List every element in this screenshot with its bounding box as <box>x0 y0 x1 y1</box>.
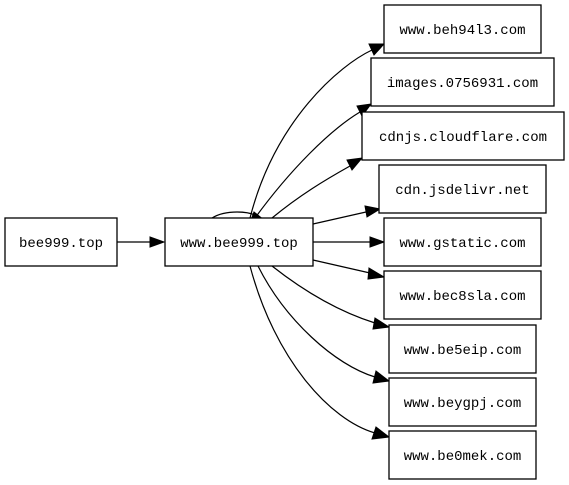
node-label: www.bee999.top <box>180 236 298 252</box>
edge-hub-to-images <box>254 111 361 219</box>
edge-hub-to-be5eip <box>271 265 376 324</box>
node-label: images.0756931.com <box>387 76 538 92</box>
node-www-be0mek-com: www.be0mek.com <box>388 430 537 480</box>
node-www-bec8sla-com: www.bec8sla.com <box>383 270 542 320</box>
arrowhead-hub-to-be5eip <box>372 317 391 330</box>
node-www-beh94l3-com: www.beh94l3.com <box>383 4 542 54</box>
edge-hub-to-be0mek <box>249 265 376 434</box>
edge-hub-to-jsdelivr <box>312 211 367 225</box>
node-label: www.beh94l3.com <box>399 23 525 39</box>
node-www-bee999-top: www.bee999.top <box>164 217 314 267</box>
arrowhead-hub-to-beygpj <box>372 370 391 384</box>
node-www-gstatic-com: www.gstatic.com <box>383 217 542 267</box>
arrowhead-hub-to-be0mek <box>371 426 391 440</box>
arrowhead-root-to-hub <box>149 236 166 248</box>
edge-hub-to-bec8sla <box>312 259 371 274</box>
edge-hub-to-cdnjs <box>271 165 351 219</box>
arrowhead-hub-to-jsdelivr <box>364 205 382 218</box>
arrowhead-hub-to-bec8sla <box>367 267 386 280</box>
arrowhead-hub-to-images <box>356 103 373 117</box>
edge-hub-to-beygpj <box>257 265 376 378</box>
edge-hub-to-beh94l3 <box>249 49 373 219</box>
node-www-be5eip-com: www.be5eip.com <box>388 324 537 374</box>
arrowhead-hub-to-cdnjs <box>346 157 364 171</box>
graph-nodes: bee999.top www.bee999.top www.beh94l3.co… <box>4 4 565 480</box>
node-label: bee999.top <box>19 236 103 252</box>
node-images-0756931-com: images.0756931.com <box>370 57 555 107</box>
node-label: cdn.jsdelivr.net <box>395 183 529 199</box>
arrowhead-hub-to-beh94l3 <box>368 43 386 56</box>
node-label: cdnjs.cloudflare.com <box>379 130 547 146</box>
node-bee999-top: bee999.top <box>4 217 118 267</box>
node-label: www.be5eip.com <box>404 343 522 359</box>
node-label: www.bec8sla.com <box>399 289 525 305</box>
arrowhead-hub-to-gstatic <box>369 236 386 248</box>
node-label: www.beygpj.com <box>404 396 522 412</box>
node-label: www.be0mek.com <box>404 449 522 465</box>
node-cdn-jsdelivr-net: cdn.jsdelivr.net <box>378 164 547 214</box>
node-cdnjs-cloudflare-com: cdnjs.cloudflare.com <box>361 111 565 161</box>
node-label: www.gstatic.com <box>399 236 525 252</box>
node-www-beygpj-com: www.beygpj.com <box>388 377 537 427</box>
